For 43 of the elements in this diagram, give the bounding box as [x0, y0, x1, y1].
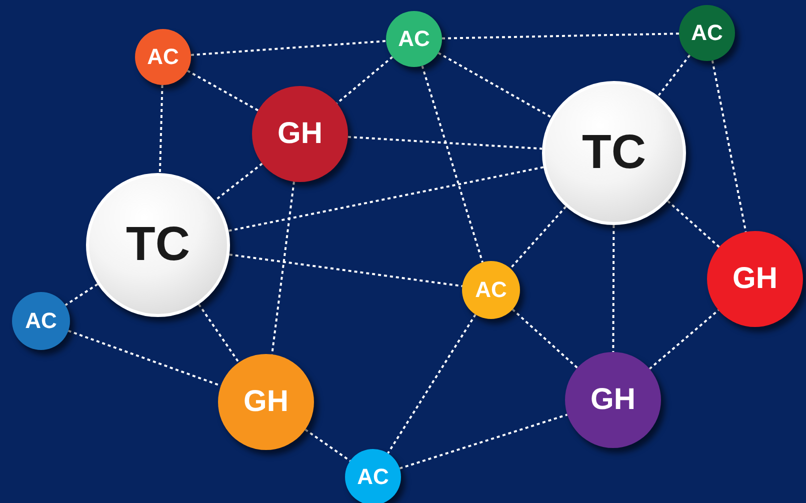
node-circle	[12, 292, 70, 350]
connector-line	[190, 40, 386, 56]
connector-line	[387, 314, 476, 454]
connector-line	[442, 32, 680, 40]
connector-line	[648, 309, 720, 370]
node-label: AC	[691, 22, 723, 44]
connector-line	[229, 254, 462, 288]
connector-line	[214, 162, 263, 202]
connector-line	[711, 60, 747, 232]
connector-line	[158, 84, 164, 174]
node-label: AC	[147, 46, 179, 68]
connector-line	[228, 166, 544, 232]
connector-line	[438, 52, 552, 118]
connector-line	[399, 414, 568, 470]
node-label: GH	[244, 387, 288, 417]
node-label: GH	[732, 264, 778, 294]
connector-line	[657, 54, 691, 97]
connector-line	[612, 225, 615, 352]
node-label: TC	[582, 129, 646, 177]
connector-line	[64, 283, 98, 306]
node-label: AC	[357, 466, 389, 488]
node-label: GH	[278, 119, 322, 149]
connector-line	[512, 308, 578, 369]
node-label: TC	[126, 221, 190, 269]
connector-line	[336, 56, 394, 104]
connector-line	[510, 206, 567, 270]
node-label: AC	[475, 279, 507, 301]
connector-line	[348, 136, 542, 150]
node-circle	[252, 86, 348, 182]
node-circle	[135, 29, 191, 85]
connector-line	[421, 66, 484, 263]
node-label: AC	[25, 310, 57, 332]
connector-line	[186, 70, 259, 112]
connector-line	[304, 428, 351, 462]
connector-line	[667, 200, 720, 248]
node-circle	[345, 449, 401, 503]
node-circle	[679, 5, 735, 61]
connector-line	[198, 304, 240, 364]
node-circle	[386, 11, 442, 67]
node-label: AC	[398, 28, 430, 50]
node-circle	[462, 261, 520, 319]
node-label: GH	[590, 385, 636, 415]
node-circle	[707, 231, 803, 327]
